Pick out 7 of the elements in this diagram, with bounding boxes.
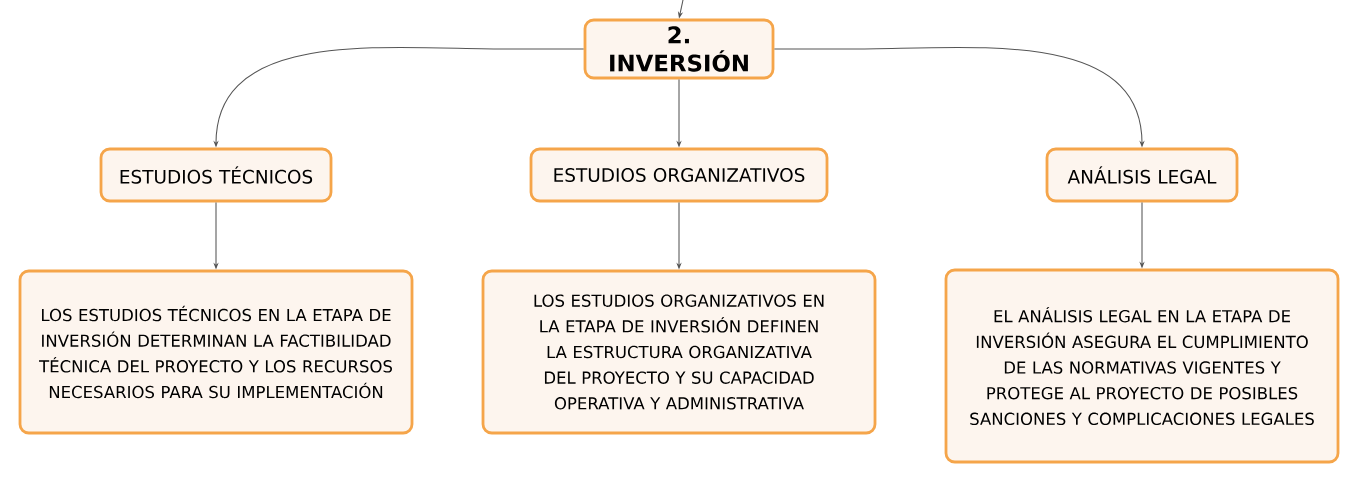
subtopic-box: ANÁLISIS LEGAL [1045, 147, 1239, 203]
subtopic-box: ESTUDIOS TÉCNICOS [99, 147, 333, 203]
topic-box: 2. INVERSIÓN [583, 18, 775, 80]
subtopic-box: ESTUDIOS ORGANIZATIVOS [529, 147, 829, 203]
description-box: EL ANÁLISIS LEGAL EN LA ETAPA DE INVERSIÓN ASEGURA EL CUMPLIMIENTO DE LAS NORMATIVAS VIGENTES Y PROTEGE AL PROYECTO DE POSIBLES SANCIONES Y COMPLICACIONES LEGALES [944, 268, 1340, 464]
description-box: LOS ESTUDIOS ORGANIZATIVOS EN LA ETAPA DE INVERSIÓN DEFINEN LA ESTRUCTURA ORGANIZATIVA DEL PROYECTO Y SU CAPACIDAD OPERATIVA Y ADMINISTRATIVA [481, 269, 877, 435]
description-box: LOS ESTUDIOS TÉCNICOS EN LA ETAPA DE INVERSIÓN DETERMINAN LA FACTIBILIDAD TÉCNICA DEL PROYECTO Y LOS RECURSOS NECESARIOS PARA SU IMPLEMENTACIÓN [18, 269, 414, 435]
